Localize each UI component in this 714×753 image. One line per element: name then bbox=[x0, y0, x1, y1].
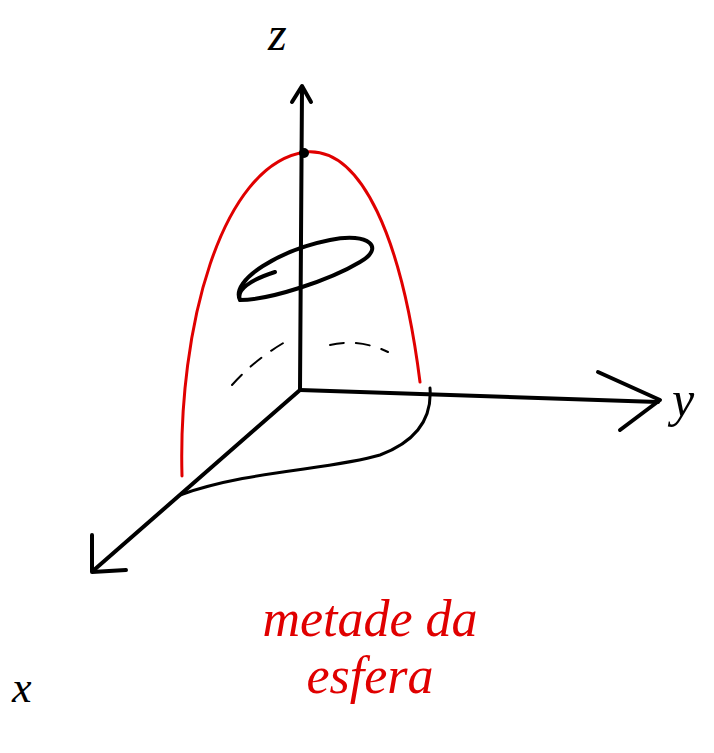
axis-label: x bbox=[12, 664, 32, 712]
hidden-base-edge bbox=[232, 342, 285, 385]
axis-label: z bbox=[268, 8, 287, 61]
hidden-base-edge bbox=[330, 343, 388, 352]
base-curve bbox=[180, 388, 430, 495]
annotation: metade da esfera bbox=[220, 590, 520, 704]
z-axis bbox=[300, 88, 302, 390]
top-point bbox=[299, 148, 309, 158]
x-arrowhead bbox=[92, 535, 126, 572]
hemisphere-outline bbox=[182, 152, 420, 476]
y-axis bbox=[300, 390, 658, 402]
x-axis bbox=[94, 390, 300, 570]
z-arrowhead bbox=[292, 86, 311, 102]
cross-section-ring bbox=[239, 238, 373, 300]
y-arrowhead bbox=[598, 372, 660, 430]
axis-label: y bbox=[672, 372, 694, 427]
